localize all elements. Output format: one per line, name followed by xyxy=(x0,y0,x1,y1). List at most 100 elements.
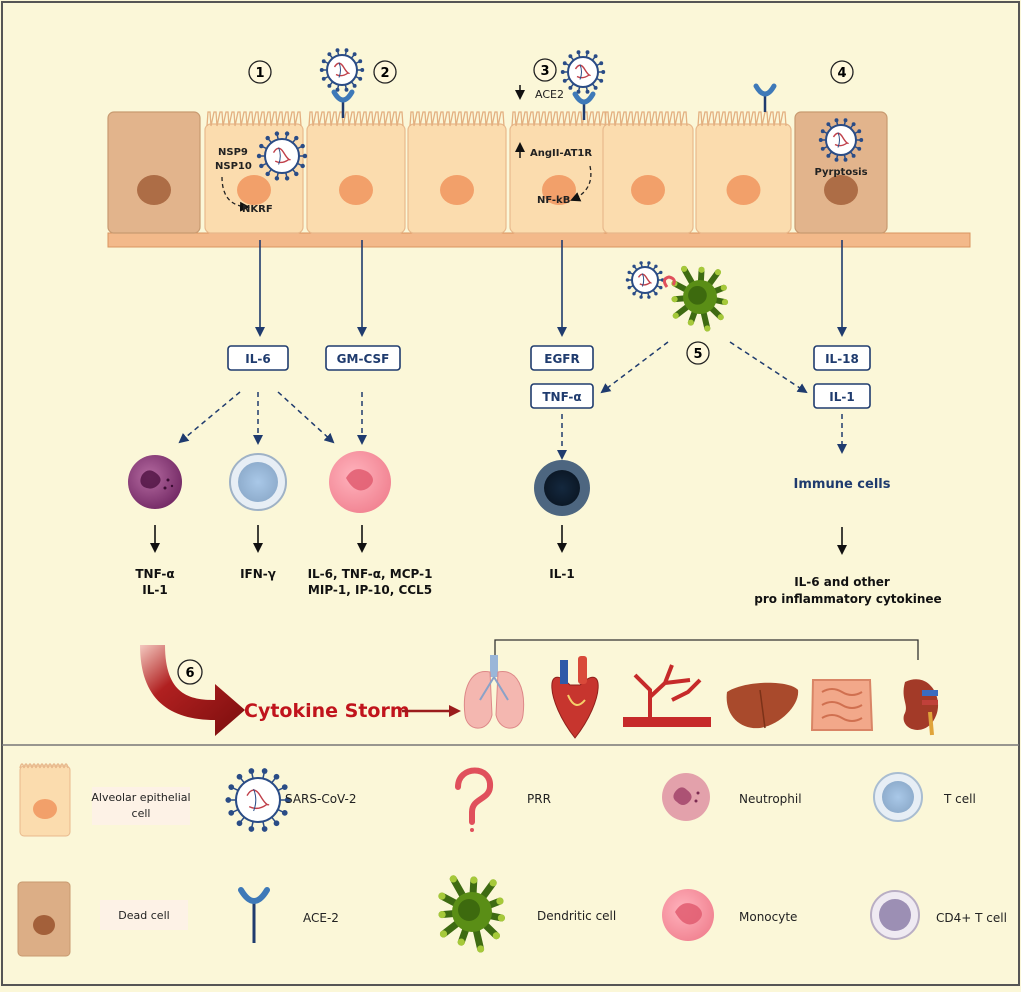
virus-icon xyxy=(560,50,606,94)
il6-box: IL-6 xyxy=(227,345,289,371)
legend-virus-icon xyxy=(225,768,291,832)
legend-tcell-label: T cell xyxy=(943,792,976,806)
il18-box: IL-18 xyxy=(813,345,871,371)
legend-alveolar-label-line1: Alveolar epithelial xyxy=(91,791,190,804)
ace2-receptor-icon xyxy=(331,89,355,118)
liver-icon xyxy=(726,682,799,729)
nsp9-label: NSP9 xyxy=(218,147,248,158)
tnfa-box-label: TNF-α xyxy=(542,390,581,404)
kidney-icon xyxy=(903,679,939,736)
il18-box-label: IL-18 xyxy=(825,352,859,366)
dendritic-cell-icon xyxy=(671,265,729,332)
tcell-output: IFN-γ xyxy=(240,567,276,581)
virus-icon xyxy=(818,118,864,162)
alveolar-epithelial-cell xyxy=(509,111,609,234)
legend-monocyte-icon xyxy=(662,889,714,941)
monocyte-cell xyxy=(329,451,391,513)
legend-alveolar-label-bg xyxy=(92,787,190,825)
nfkb-label: NF-kB xyxy=(537,195,570,206)
virus-icon xyxy=(319,48,777,120)
step-6-label: 6 xyxy=(185,666,194,681)
dendritic-cell-icon xyxy=(438,875,506,953)
pyroptosis-label: Pyrptosis xyxy=(814,167,867,178)
nsp-to-nkrf-arrow xyxy=(221,176,250,212)
virus-icon xyxy=(625,261,665,299)
angii-label: AngII-AT1R xyxy=(530,148,592,159)
legend-sars-label: SARS-CoV-2 xyxy=(285,792,357,806)
legend-alveolar-icon xyxy=(19,763,71,837)
gmcsf-box: GM-CSF xyxy=(325,345,401,371)
legend-neutrophil-icon xyxy=(662,773,710,821)
step-3-label: 3 xyxy=(540,64,549,79)
angii-to-nfkb-arrow xyxy=(570,165,592,202)
neutrophil-output-line2: IL-1 xyxy=(142,583,167,597)
immune-output-line1: IL-6 and other xyxy=(794,575,890,589)
nsp10-label: NSP10 xyxy=(215,161,252,172)
virus-icon xyxy=(225,768,291,832)
alveolar-epithelial-cell xyxy=(306,111,406,234)
immune-cells-label: Immune cells xyxy=(794,477,891,492)
epithelium-layer xyxy=(107,111,888,234)
legend-tcell-icon xyxy=(873,772,923,822)
monocyte-output-line1: IL-6, TNF-α, MCP-1 xyxy=(308,567,433,581)
legend-prr-label: PRR xyxy=(527,792,551,806)
gmcsf-box-label: GM-CSF xyxy=(337,352,390,366)
output-arrows xyxy=(150,525,847,555)
arrow-dc-tnfa xyxy=(600,341,669,394)
alveolar-epithelial-cell xyxy=(407,111,507,234)
legend-dendritic-label: Dendritic cell xyxy=(537,909,616,923)
tcell-cell xyxy=(229,453,287,511)
dendritic-cell-icon xyxy=(625,261,729,332)
egfr-box: EGFR xyxy=(530,345,594,371)
ace2-down-label: ACE2 xyxy=(535,88,564,101)
il1-box: IL-1 xyxy=(813,383,871,409)
step-5-label: 5 xyxy=(693,347,702,362)
il6-box-label: IL-6 xyxy=(245,352,270,366)
legend-ace2-icon xyxy=(238,887,270,943)
dead-cell xyxy=(794,111,888,234)
legend-neutrophil-label: Neutrophil xyxy=(739,792,802,806)
heart-icon xyxy=(551,656,599,739)
cd4-output: IL-1 xyxy=(549,567,574,581)
immune-output-line2: pro inflammatory cytokinee xyxy=(754,592,941,606)
step-2-label: 2 xyxy=(380,66,389,81)
step-1-badge: 1 xyxy=(248,60,272,84)
step-4-label: 4 xyxy=(837,66,846,81)
step-4-badge: 4 xyxy=(830,60,854,84)
cd4-t-cell xyxy=(534,460,590,516)
legend-prr-icon xyxy=(455,767,493,832)
nkrf-label: NKRF xyxy=(242,204,273,215)
virus-icon xyxy=(319,48,365,92)
legend: Alveolar epithelial cell SARS-CoV-2 PRR … xyxy=(17,763,1007,957)
tnfa-box: TNF-α xyxy=(530,383,594,409)
legend-monocyte-label: Monocyte xyxy=(739,910,797,924)
neutrophil-output-line1: TNF-α xyxy=(135,567,174,581)
arrow-il6-neutrophil xyxy=(178,391,241,444)
virus-icon xyxy=(256,131,308,181)
legend-cd4-label: CD4+ T cell xyxy=(936,911,1007,925)
dashed-arrows xyxy=(178,341,847,460)
dead-cell xyxy=(107,111,201,234)
legend-dendritic-icon xyxy=(438,875,506,953)
step-1-label: 1 xyxy=(255,66,264,81)
step-5-badge: 5 xyxy=(686,341,710,365)
cytokine-storm-big-arrow xyxy=(140,645,245,736)
legend-dead-label: Dead cell xyxy=(118,909,169,922)
alveolar-epithelial-cell xyxy=(695,111,792,234)
blood-vessel-icon xyxy=(623,664,711,727)
step-6-badge: 6 xyxy=(177,659,203,685)
legend-ace2-label: ACE-2 xyxy=(303,911,339,925)
intestine-icon xyxy=(810,679,874,731)
ace2-receptor-icon xyxy=(572,91,596,120)
basement-membrane xyxy=(107,232,971,248)
ace2-receptor-icon xyxy=(753,83,777,112)
arrow-dc-il1 xyxy=(729,341,808,394)
il1-box-label: IL-1 xyxy=(829,390,854,404)
step-3-badge: 3 xyxy=(533,58,557,82)
legend-dead-cell-icon xyxy=(17,881,71,957)
organ-bracket xyxy=(494,639,919,660)
alveolar-epithelial-cell xyxy=(602,111,694,234)
